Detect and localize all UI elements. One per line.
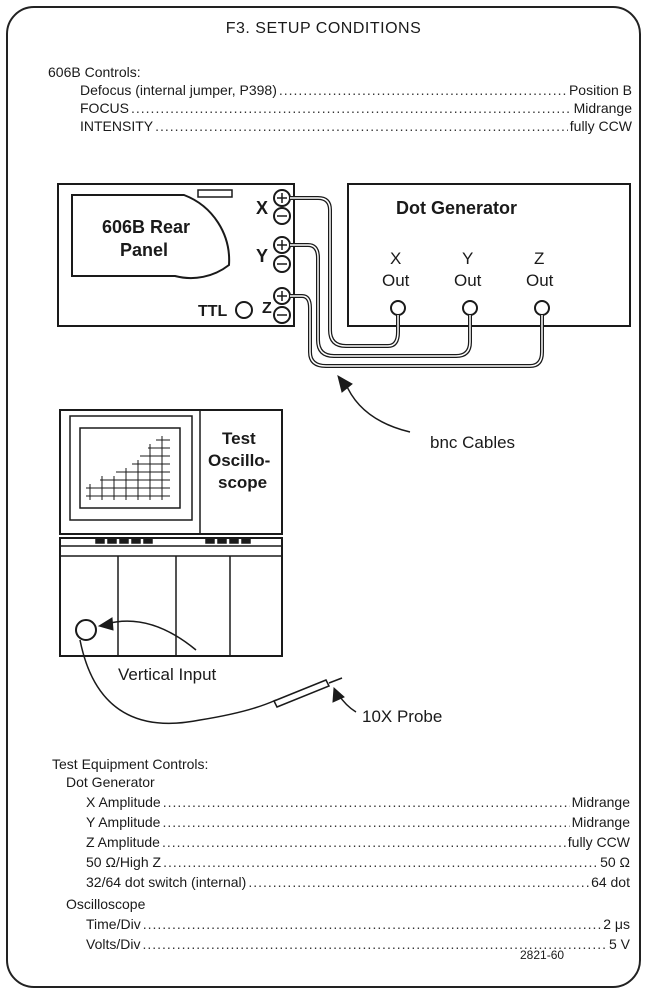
- rear-panel-box: [57, 183, 295, 327]
- control-row-focus: FOCUS Midrange: [80, 100, 632, 116]
- dotgen-row-x-amplitude: X Amplitude Midrange: [86, 794, 630, 810]
- control-value: Midrange: [573, 100, 632, 116]
- page-title: F3. SETUP CONDITIONS: [225, 20, 422, 37]
- control-value: 64 dot: [591, 874, 630, 890]
- vertical-input-connector: [75, 619, 97, 641]
- vertical-input-label: Vertical Input: [118, 665, 217, 684]
- scope-trace-dots: [86, 436, 170, 500]
- control-label: Volts/Div: [86, 936, 141, 952]
- out-z-line1: Z: [534, 249, 544, 268]
- figure-number: 2821-60: [520, 948, 565, 962]
- rear-panel-slot: [197, 189, 233, 198]
- connector-x-minus: [273, 207, 291, 225]
- bnc-cables: [290, 196, 544, 368]
- control-label: INTENSITY: [80, 118, 154, 134]
- scope-row-volts-div: Volts/Div 5 V: [86, 936, 630, 952]
- control-value: 5 V: [608, 936, 630, 952]
- control-value: fully CCW: [569, 118, 632, 134]
- rear-panel-label-line2: Panel: [120, 240, 168, 260]
- out-x-line1: X: [390, 249, 401, 268]
- control-label: Defocus (internal jumper, P398): [80, 82, 277, 98]
- vertical-input-arrow: [105, 620, 197, 651]
- connector-z-minus: [273, 306, 291, 324]
- scope-label-line3: scope: [218, 473, 267, 492]
- probe-label: 10X Probe: [362, 707, 442, 726]
- y-terminal-label: Y: [256, 246, 268, 266]
- out-z-line2: Out: [526, 271, 554, 290]
- scope-lower-box: [59, 537, 283, 657]
- control-value: Midrange: [571, 814, 630, 830]
- probe-body: [272, 677, 343, 708]
- control-value: Midrange: [571, 794, 630, 810]
- scope-screen: [79, 427, 181, 509]
- control-row-intensity: INTENSITY fully CCW: [80, 118, 632, 134]
- scope-label-line1: Test: [222, 429, 256, 448]
- control-label: 50 Ω/High Z: [86, 854, 162, 870]
- dotgen-row-impedance: 50 Ω/High Z 50 Ω: [86, 854, 630, 870]
- scope-row-time-div: Time/Div 2 μs: [86, 916, 630, 932]
- control-row-defocus: Defocus (internal jumper, P398) Position …: [80, 82, 632, 98]
- scope-upper-box: [59, 409, 283, 535]
- dot-generator-heading: Dot Generator: [66, 774, 155, 790]
- rear-panel-cutout: [71, 194, 231, 280]
- control-label: Z Amplitude: [86, 834, 160, 850]
- out-y-line1: Y: [462, 249, 473, 268]
- connector-y-minus: [273, 255, 291, 273]
- out-y-connector: [462, 300, 478, 316]
- control-value: Position B: [568, 82, 632, 98]
- vertical-input-arrowhead: [97, 617, 114, 631]
- control-value: fully CCW: [567, 834, 630, 850]
- control-label: Y Amplitude: [86, 814, 161, 830]
- rear-panel-label-line1: 606B Rear: [102, 217, 190, 237]
- control-label: FOCUS: [80, 100, 129, 116]
- control-value: 2 μs: [603, 916, 630, 932]
- control-value: 50 Ω: [600, 854, 630, 870]
- bnc-cables-label: bnc Cables: [430, 433, 515, 452]
- ttl-label: TTL: [198, 303, 228, 320]
- probe-arrowhead: [332, 686, 345, 703]
- setup-card: [6, 6, 641, 988]
- dotgen-row-y-amplitude: Y Amplitude Midrange: [86, 814, 630, 830]
- scope-screen-bezel: [69, 415, 193, 521]
- test-equipment-heading: Test Equipment Controls:: [52, 756, 209, 772]
- out-y-line2: Out: [454, 271, 482, 290]
- z-terminal-label: Z: [262, 300, 272, 317]
- out-x-line2: Out: [382, 271, 410, 290]
- out-x-connector: [390, 300, 406, 316]
- control-label: 32/64 dot switch (internal): [86, 874, 247, 890]
- oscilloscope-heading: Oscilloscope: [66, 896, 146, 912]
- dotgen-row-dot-switch: 32/64 dot switch (internal) 64 dot: [86, 874, 630, 890]
- scope-label-line2: Oscillo-: [208, 451, 270, 470]
- dot-generator-box: [347, 183, 631, 327]
- dot-generator-title: Dot Generator: [396, 198, 517, 218]
- bnc-arrow: [344, 381, 411, 433]
- ttl-connector: [235, 301, 253, 319]
- control-label: Time/Div: [86, 916, 141, 932]
- bnc-arrowhead: [337, 374, 353, 393]
- dotgen-row-z-amplitude: Z Amplitude fully CCW: [86, 834, 630, 850]
- probe-cable: [79, 639, 277, 725]
- control-label: X Amplitude: [86, 794, 161, 810]
- x-terminal-label: X: [256, 198, 268, 218]
- out-z-connector: [534, 300, 550, 316]
- controls-606b-heading: 606B Controls:: [48, 64, 141, 80]
